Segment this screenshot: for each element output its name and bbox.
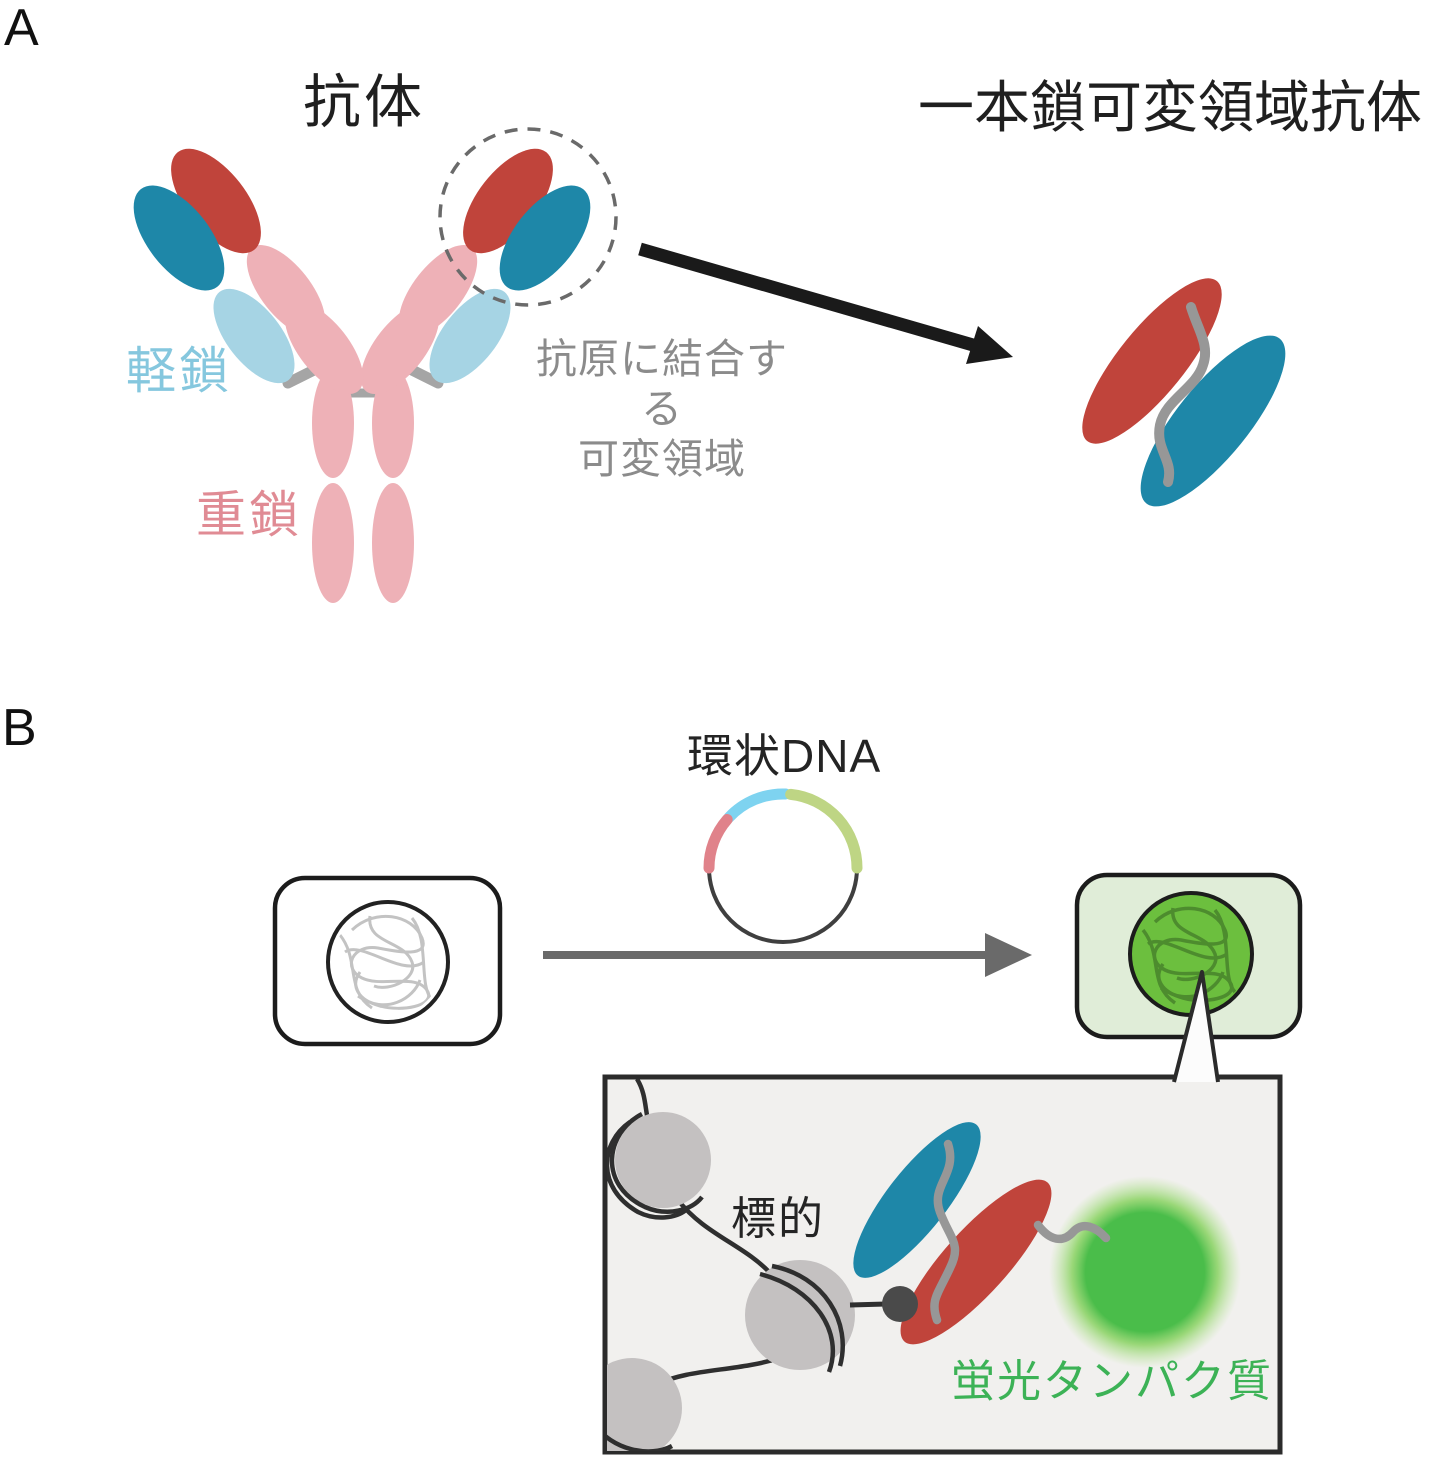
green-chromatin-scribble	[1141, 906, 1237, 1005]
variable-light-domains	[133, 185, 591, 291]
peptide-linker-zoom	[930, 1139, 960, 1325]
plasmid-segment-blue	[723, 788, 792, 823]
light-chain-label: 軽鎖	[126, 343, 232, 399]
scfv-title: 一本鎖可変領域抗体	[918, 76, 1422, 139]
heavy-chain-right-arm	[360, 245, 478, 394]
magnified-view-box	[602, 1074, 1283, 1455]
circular-dna-plasmid	[703, 788, 863, 944]
caption-line-1: 抗原に結合する	[536, 336, 788, 432]
scfv-molecule	[1082, 278, 1286, 507]
plasmid-label: 環状DNA	[687, 730, 882, 782]
callout-pointer	[1172, 970, 1220, 1083]
heavy-chain-stem	[312, 368, 414, 603]
panel-a-label: A	[4, 0, 39, 57]
light-chain-constant	[213, 288, 511, 384]
cell-expressing-fluorescence	[1074, 872, 1303, 1040]
target-label: 標的	[731, 1193, 826, 1244]
antigen-link	[849, 1301, 887, 1308]
panel-b-label: B	[2, 699, 37, 757]
plasmid-segment-red	[703, 814, 733, 874]
cell-before-transfection	[272, 875, 503, 1047]
scfv-derivation-arrow	[638, 242, 1013, 364]
caption-line-2: 可変領域	[578, 436, 746, 482]
heavy-chain-left-arm	[246, 245, 364, 394]
chromatin-scribble	[338, 914, 434, 1010]
plasmid-segment-green	[785, 788, 863, 874]
fluorescent-protein-label: 蛍光タンパク質	[951, 1357, 1273, 1406]
antibody-diagram	[133, 127, 618, 603]
fluorescent-protein-glow	[1049, 1176, 1241, 1368]
target-binding-dot	[882, 1286, 918, 1322]
antibody-title: 抗体	[303, 70, 426, 135]
gfp-linker	[1033, 1220, 1111, 1244]
variable-heavy-domains	[171, 148, 553, 254]
nucleosomes	[607, 1111, 855, 1451]
peptide-linker	[1154, 302, 1211, 487]
variable-region-caption: 抗原に結合する 可変領域	[517, 334, 807, 484]
variable-region-dashed-circle	[438, 127, 618, 307]
heavy-chain-label: 重鎖	[196, 487, 302, 543]
transfection-arrow	[543, 933, 1032, 977]
